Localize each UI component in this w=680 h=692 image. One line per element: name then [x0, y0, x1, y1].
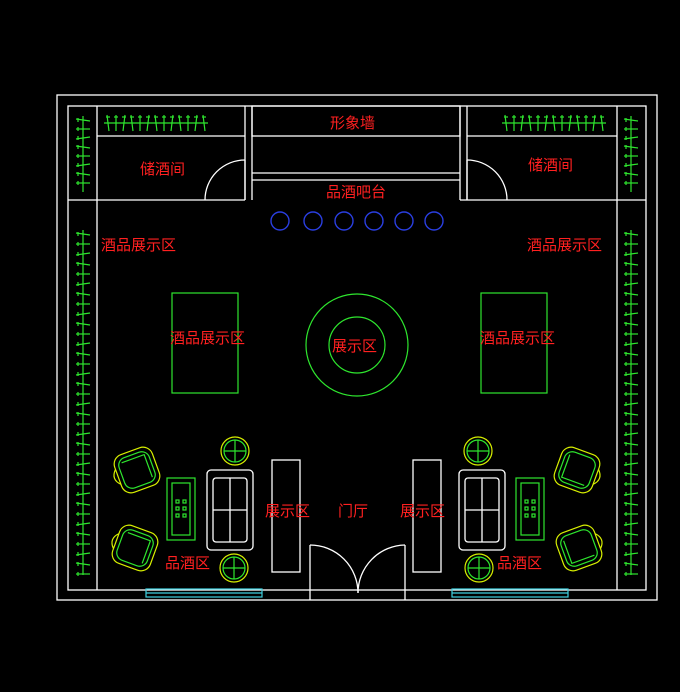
display-table-right: [480, 292, 548, 394]
lobby-label: 门厅: [338, 502, 368, 520]
tasting-right-label: 品酒区: [497, 554, 542, 572]
bar-stool: [424, 211, 444, 231]
display-center-label: 展示区: [332, 337, 377, 355]
bar-stool: [394, 211, 414, 231]
tasting-left-label: 品酒区: [165, 554, 210, 572]
display-lower-right-label: 展示区: [400, 502, 445, 520]
bar-counter-label: 品酒吧台: [326, 183, 386, 201]
display-case-right: [412, 459, 442, 573]
coffee-table: [166, 477, 196, 541]
storage-right-label: 储酒间: [528, 156, 573, 174]
display-table-left: [171, 292, 239, 394]
display-box-left-label: 酒品展示区: [170, 329, 245, 347]
display-case-left: [271, 459, 301, 573]
round-display-inner: [328, 316, 386, 374]
armchair: [553, 446, 601, 494]
armchair: [111, 524, 159, 572]
armchair: [555, 524, 603, 572]
round-display-outer: [305, 293, 409, 397]
wine-racks: [75, 114, 639, 576]
display-right-label: 酒品展示区: [527, 236, 602, 254]
bar-structure: [96, 105, 618, 200]
bar-stools: [270, 211, 444, 231]
coffee-table: [515, 477, 545, 541]
side-table: [464, 553, 494, 583]
storage-door-left: [204, 159, 246, 201]
armchair: [113, 446, 161, 494]
entrance: [309, 544, 406, 600]
lounge-set-left: [111, 436, 254, 583]
bar-stool: [303, 211, 323, 231]
bar-stool: [270, 211, 290, 231]
side-table: [463, 436, 493, 466]
lounge-set-right: [458, 436, 603, 583]
side-table: [219, 553, 249, 583]
storage-door-right: [466, 159, 508, 201]
windows: [145, 588, 569, 598]
display-box-right-label: 酒品展示区: [480, 329, 555, 347]
sofa: [206, 469, 254, 551]
display-left-label: 酒品展示区: [101, 236, 176, 254]
storage-left-label: 储酒间: [140, 160, 185, 178]
bar-stool: [364, 211, 384, 231]
side-table: [220, 436, 250, 466]
display-lower-left-label: 展示区: [265, 502, 310, 520]
image-wall-label: 形象墙: [330, 114, 375, 132]
sofa: [458, 469, 506, 551]
bar-stool: [334, 211, 354, 231]
